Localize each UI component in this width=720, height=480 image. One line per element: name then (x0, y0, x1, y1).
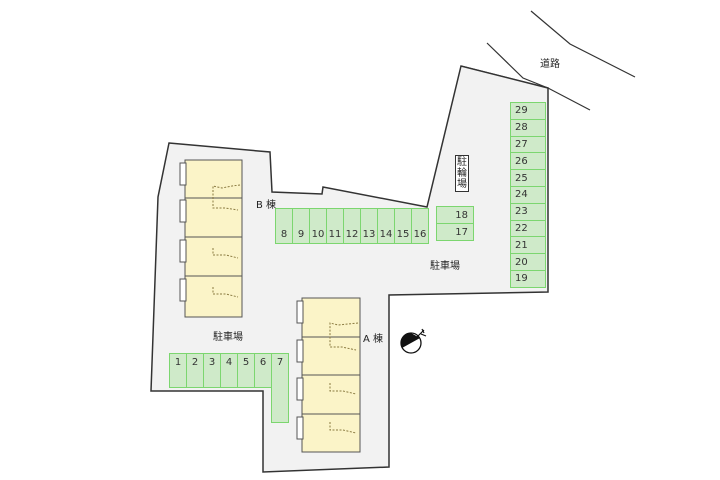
parking-slot[interactable]: 3 (203, 353, 221, 388)
north-arrow-icon (400, 328, 427, 354)
parking-slot[interactable]: 7 (271, 353, 289, 423)
parking-slot[interactable]: 18 (436, 206, 474, 224)
parking-area-label-east: 駐車場 (430, 261, 460, 272)
bicycle-parking-label: 駐輪場 (455, 155, 469, 192)
parking-slot[interactable]: 15 (394, 208, 412, 244)
building-b-label: B 棟 (256, 200, 277, 211)
building-a (296, 297, 361, 453)
parking-slot[interactable]: 19 (510, 270, 546, 288)
building-b (179, 159, 243, 318)
parking-slot[interactable]: 5 (237, 353, 255, 388)
parking-slot[interactable]: 25 (510, 169, 546, 187)
parking-slot[interactable]: 26 (510, 152, 546, 171)
parking-slot[interactable]: 14 (377, 208, 395, 244)
parking-slot[interactable]: 12 (343, 208, 361, 244)
parking-slot[interactable]: 6 (254, 353, 272, 388)
parking-slot[interactable]: 8 (275, 208, 293, 244)
building-a-label: A 棟 (363, 334, 384, 345)
parking-slot[interactable]: 21 (510, 236, 546, 255)
parking-slot[interactable]: 13 (360, 208, 378, 244)
parking-slot[interactable]: 2 (186, 353, 204, 388)
parking-area-label: 駐車場 (213, 332, 243, 343)
parking-slot[interactable]: 10 (309, 208, 327, 244)
parking-slot[interactable]: 29 (510, 102, 546, 120)
parking-slot[interactable]: 9 (292, 208, 310, 244)
parking-slot[interactable]: 24 (510, 186, 546, 204)
parking-slot[interactable]: 1 (169, 353, 187, 388)
parking-slot[interactable]: 11 (326, 208, 344, 244)
parking-slot[interactable]: 16 (411, 208, 429, 244)
parking-slot[interactable]: 22 (510, 219, 546, 238)
parking-slot[interactable]: 23 (510, 202, 546, 221)
parking-slot[interactable]: 27 (510, 135, 546, 154)
parking-slot[interactable]: 4 (220, 353, 238, 388)
parking-slot[interactable]: 28 (510, 118, 546, 137)
road-label: 道路 (540, 59, 560, 70)
parking-slot[interactable]: 17 (436, 223, 474, 241)
parking-slot[interactable]: 20 (510, 253, 546, 271)
